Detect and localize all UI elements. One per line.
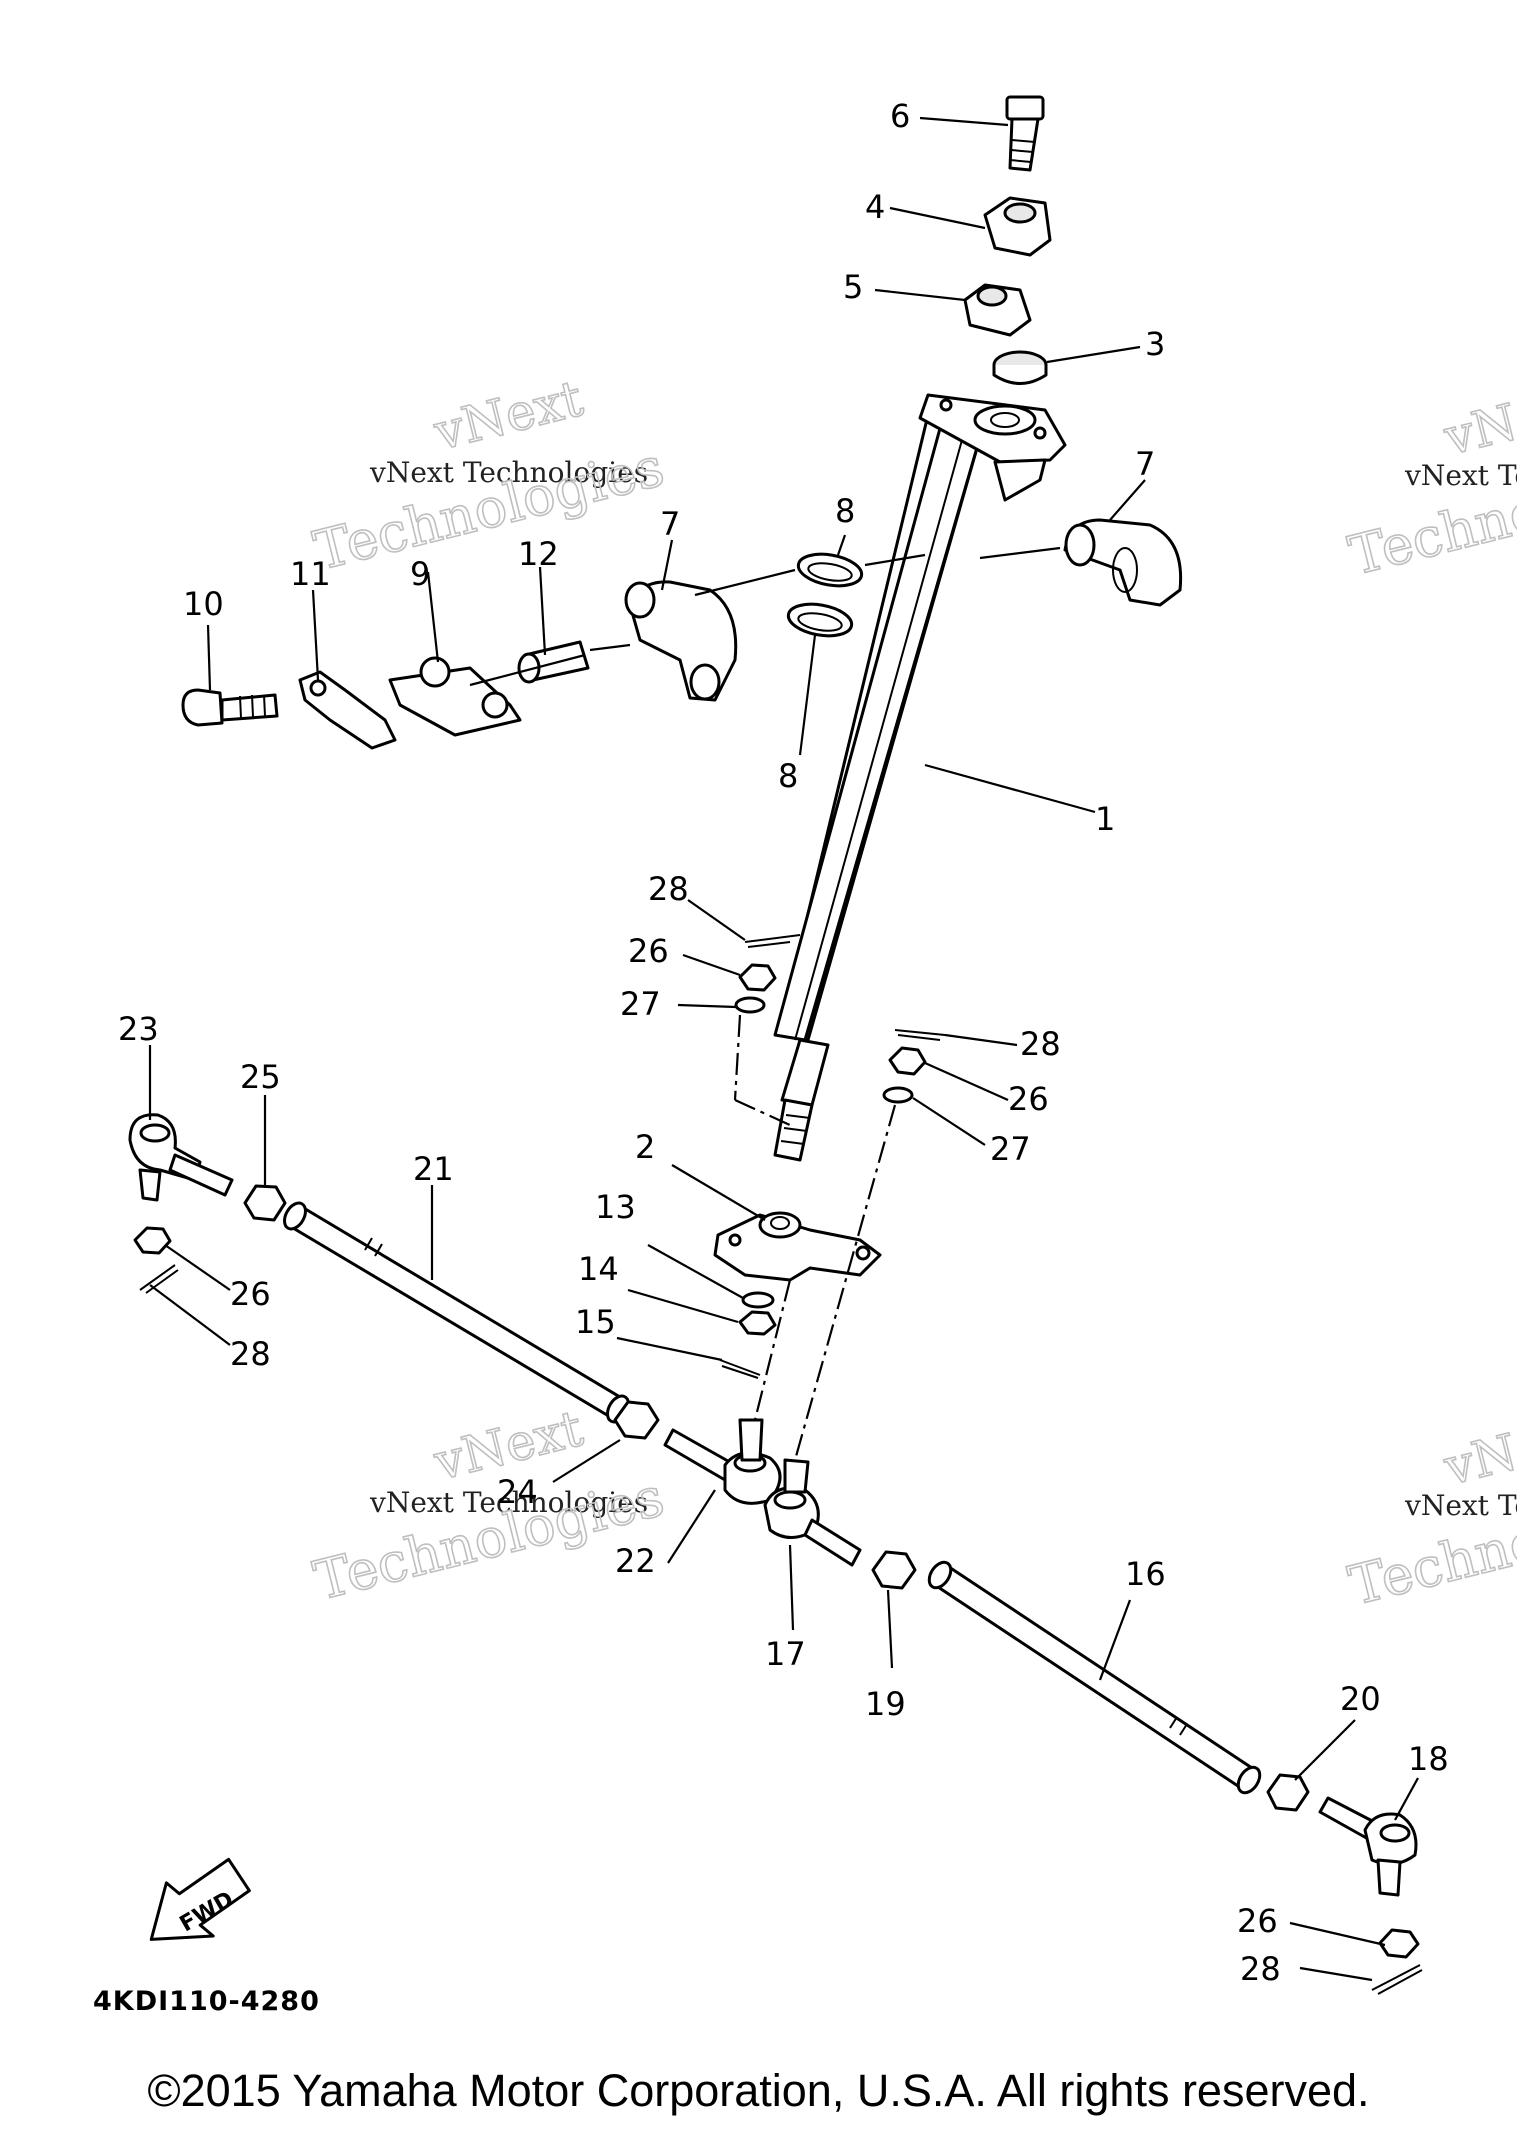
callout-17: 17: [765, 1635, 806, 1673]
nut-25: [243, 1184, 287, 1222]
cotter-pin-15: [719, 1359, 761, 1379]
plate-9: [388, 656, 522, 737]
callout-24: 24: [497, 1473, 538, 1511]
cotter-pin-28b: [894, 1029, 946, 1041]
pitman-arm-2: [713, 1211, 882, 1282]
callout-28-b: 28: [1020, 1025, 1061, 1063]
nut-20: [1266, 1773, 1310, 1812]
bushing-8-upper: [796, 552, 864, 588]
watermark-lower-right: vNext Technologies vNext Technologies: [1342, 1403, 1517, 1618]
rod-end-17: [763, 1458, 862, 1567]
callout-18: 18: [1408, 1740, 1449, 1778]
callout-9: 9: [410, 555, 430, 593]
bushing-8-lower: [786, 602, 854, 638]
callout-26-b: 26: [1008, 1080, 1049, 1118]
bolt-10: [181, 688, 279, 727]
callout-26-a: 26: [628, 932, 669, 970]
callout-12: 12: [518, 535, 559, 573]
cotter-pin-28a: [744, 934, 801, 948]
tie-rod-16: [927, 1560, 1262, 1795]
callout-23: 23: [118, 1010, 159, 1048]
callout-27-a: 27: [620, 985, 661, 1023]
assembly-lines: [469, 546, 1061, 1461]
svg-text:vNext Technologies: vNext Technologies: [1404, 1489, 1517, 1522]
svg-text:vNext: vNext: [428, 369, 588, 462]
callout-14: 14: [578, 1250, 619, 1288]
cotter-pin-28c: [139, 1264, 179, 1294]
callout-1: 1: [1095, 800, 1115, 838]
nut-26a: [738, 963, 777, 992]
callout-28-c: 28: [230, 1335, 271, 1373]
callout-5: 5: [843, 268, 863, 306]
callout-21: 21: [413, 1150, 454, 1188]
callout-11: 11: [290, 555, 331, 593]
drawing-code: 4KDI110-4280: [93, 1986, 320, 2017]
rod-end-23: [128, 1113, 234, 1202]
callout-26-c: 26: [230, 1275, 271, 1313]
callout-8-lower: 8: [778, 757, 798, 795]
leader-lines: [148, 116, 1419, 1982]
callout-10: 10: [183, 585, 224, 623]
cap-3: [992, 350, 1048, 385]
upper-holder-4: [983, 196, 1052, 257]
watermark-upper-left: vNext Technologies vNext Technologies: [307, 368, 671, 583]
callout-13: 13: [595, 1188, 636, 1226]
callout-22: 22: [615, 1542, 656, 1580]
washer-13: [741, 1291, 775, 1309]
rod-end-18: [1318, 1796, 1418, 1897]
callout-16: 16: [1125, 1555, 1166, 1593]
callout-7-right: 7: [1135, 445, 1155, 483]
nut-19: [871, 1550, 917, 1590]
nut-26b: [888, 1046, 927, 1076]
shaft-holder-7-right: [1063, 518, 1183, 607]
callout-27-b: 27: [990, 1130, 1031, 1168]
callout-8-upper: 8: [835, 492, 855, 530]
callout-28-d: 28: [1240, 1950, 1281, 1988]
callout-3: 3: [1145, 325, 1165, 363]
lock-washer-11: [298, 670, 397, 750]
callout-25: 25: [240, 1058, 281, 1096]
washer-27a: [734, 996, 766, 1014]
copyright-notice: ©2015 Yamaha Motor Corporation, U.S.A. A…: [147, 2065, 1370, 2116]
callout-19: 19: [865, 1685, 906, 1723]
callout-28-a: 28: [648, 870, 689, 908]
tie-rod-21: [283, 1201, 630, 1424]
watermark-upper-right: vNext Technologies vNext Technologies: [1342, 373, 1517, 588]
svg-text:vNext: vNext: [1438, 1404, 1517, 1497]
watermark-lower-left: vNext Technologies vNext Technologies: [307, 1398, 671, 1613]
nut-26c: [133, 1226, 172, 1255]
callout-20: 20: [1340, 1680, 1381, 1718]
rod-end-22: [663, 1418, 782, 1505]
nut-14: [738, 1310, 777, 1336]
bolt-6: [1005, 95, 1045, 172]
nut-24: [613, 1400, 660, 1440]
callout-4: 4: [865, 188, 885, 226]
callout-15: 15: [575, 1303, 616, 1341]
callout-7-left: 7: [660, 505, 680, 543]
washer-27b: [882, 1086, 914, 1104]
lower-holder-5: [963, 283, 1032, 337]
svg-text:vNext: vNext: [1438, 374, 1517, 467]
nut-26d: [1378, 1928, 1420, 1959]
callout-6: 6: [890, 97, 910, 135]
callout-2: 2: [635, 1128, 655, 1166]
svg-text:vNext Technologies: vNext Technologies: [1404, 459, 1517, 492]
callout-26-d: 26: [1237, 1902, 1278, 1940]
fwd-arrow-icon: FWD: [149, 1857, 251, 1941]
shaft-holder-7-left: [624, 580, 738, 702]
steering-shaft: [773, 393, 1067, 1162]
svg-text:vNext Technologies: vNext Technologies: [369, 456, 648, 489]
collar-12: [517, 640, 590, 684]
callout-labels: 6 4 5 3 7 8 8 7 12 9 11 10 1 28 26 27 28…: [118, 97, 1449, 1988]
cotter-pin-28d: [1371, 1964, 1423, 1995]
svg-text:vNext Technologies: vNext Technologies: [369, 1486, 648, 1519]
